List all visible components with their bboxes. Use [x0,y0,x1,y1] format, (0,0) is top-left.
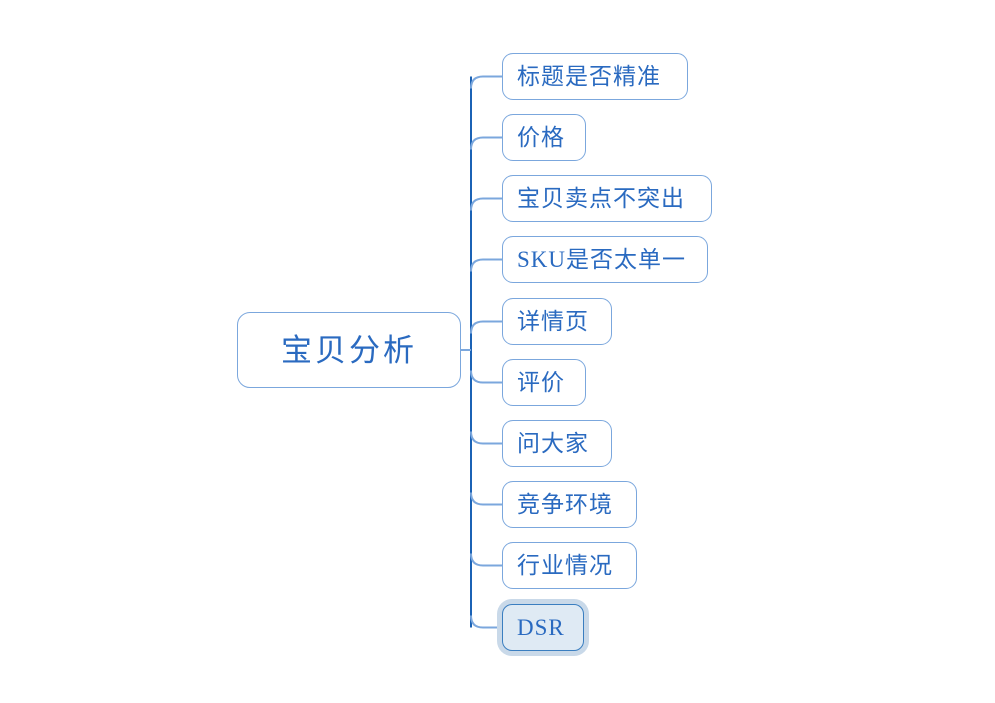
connector-branch-10 [470,615,502,629]
child-node-8[interactable]: 竞争环境 [502,481,637,528]
connector-branch-2 [470,136,502,150]
child-node-label: 行业情况 [517,553,613,578]
child-node-label: 评价 [517,370,565,395]
root-node-label: 宝贝分析 [281,332,417,368]
child-node-label: 详情页 [517,309,589,334]
child-node-label: 价格 [517,125,565,150]
connector-branch-9 [470,553,502,567]
child-node-label: 竞争环境 [517,492,613,517]
child-node-label: DSR [517,615,565,640]
child-node-2[interactable]: 价格 [502,114,586,161]
child-node-7[interactable]: 问大家 [502,420,612,467]
connector-branch-3 [470,197,502,211]
child-node-1[interactable]: 标题是否精准 [502,53,688,100]
child-node-label: 标题是否精准 [517,64,661,89]
child-node-label: 宝贝卖点不突出 [517,186,685,211]
connector-branch-6 [470,370,502,384]
child-node-label: 问大家 [517,431,589,456]
child-node-label: SKU是否太单一 [517,247,687,272]
connector-branch-4 [470,258,502,272]
connector-branch-5 [470,320,502,334]
child-node-5[interactable]: 详情页 [502,298,612,345]
root-node[interactable]: 宝贝分析 [237,312,461,388]
connector-branch-8 [470,492,502,506]
child-node-4[interactable]: SKU是否太单一 [502,236,708,283]
connector-branch-7 [470,431,502,445]
connector-branch-1 [470,75,502,89]
child-node-6[interactable]: 评价 [502,359,586,406]
child-node-10[interactable]: DSR [502,604,584,651]
child-node-3[interactable]: 宝贝卖点不突出 [502,175,712,222]
child-node-9[interactable]: 行业情况 [502,542,637,589]
